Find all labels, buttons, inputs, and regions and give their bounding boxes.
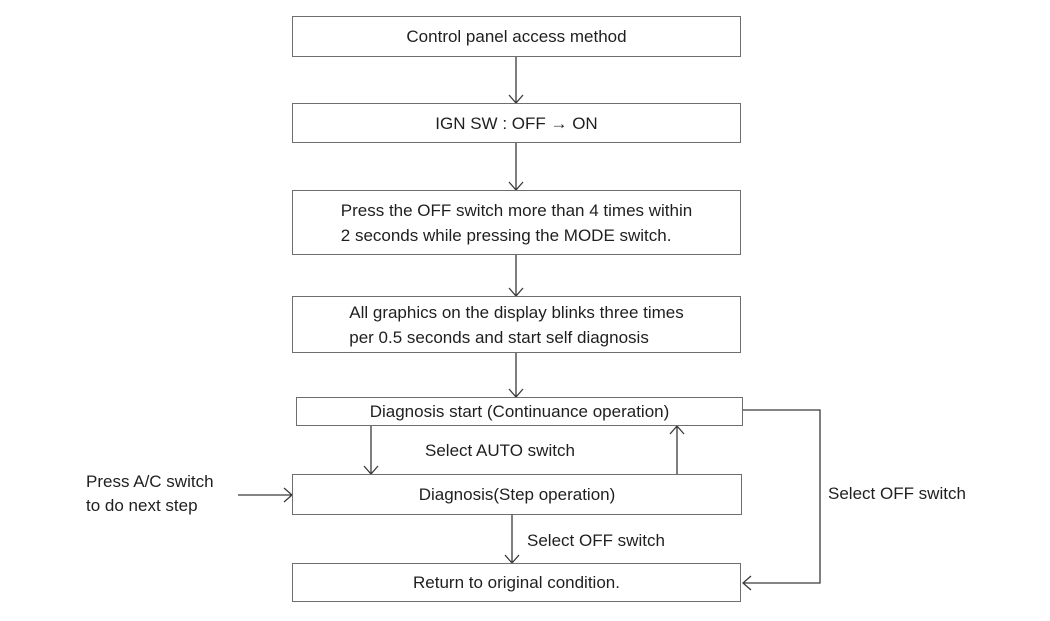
arrow-diagstep-to-return xyxy=(504,515,520,564)
flow-box-press-off-line2: 2 seconds while pressing the MODE switch… xyxy=(340,225,672,245)
arrow-pressac-to-diagstep xyxy=(238,487,293,503)
flow-box-ign-sw: IGN SW : OFF → ON xyxy=(292,103,741,143)
flow-box-graphics-blink-text: All graphics on the display blinks three… xyxy=(349,300,684,350)
label-select-auto-switch: Select AUTO switch xyxy=(425,441,575,460)
flow-box-return-original: Return to original condition. xyxy=(292,563,741,602)
flow-box-diagnosis-step: Diagnosis(Step operation) xyxy=(292,474,742,515)
flow-box-graphics-blink-line1: All graphics on the display blinks three… xyxy=(349,302,684,322)
flow-box-graphics-blink-line2: per 0.5 seconds and start self diagnosis xyxy=(349,327,649,347)
flow-box-press-off: Press the OFF switch more than 4 times w… xyxy=(292,190,741,255)
label-press-ac-switch-line2: to do next step xyxy=(86,496,198,515)
label-press-ac-switch: Press A/C switch to do next step xyxy=(86,470,214,518)
arrow-diagstart-to-diagstep xyxy=(363,426,379,475)
flow-box-press-off-line1: Press the OFF switch more than 4 times w… xyxy=(340,200,693,220)
flow-box-access-method-text: Control panel access method xyxy=(406,27,627,46)
arrow-diagstep-to-diagstart xyxy=(669,425,685,474)
flow-box-graphics-blink: All graphics on the display blinks three… xyxy=(292,296,741,353)
flow-box-return-original-text: Return to original condition. xyxy=(413,573,620,592)
flow-box-ign-sw-text: IGN SW : OFF → ON xyxy=(435,113,598,133)
arrow-blink-to-diagstart xyxy=(508,353,524,398)
arrow-pressoff-to-blink xyxy=(508,255,524,297)
flow-box-access-method: Control panel access method xyxy=(292,16,741,57)
label-select-off-switch-loop: Select OFF switch xyxy=(828,484,966,503)
flow-box-diagnosis-start-text: Diagnosis start (Continuance operation) xyxy=(369,402,670,421)
arrow-ign-to-pressoff xyxy=(508,143,524,191)
flow-box-diagnosis-start: Diagnosis start (Continuance operation) xyxy=(296,397,743,426)
flow-box-press-off-text: Press the OFF switch more than 4 times w… xyxy=(341,198,692,248)
flow-box-diagnosis-step-text: Diagnosis(Step operation) xyxy=(418,485,616,504)
arrow-diagstart-loop-to-return xyxy=(742,409,821,591)
label-select-off-switch-step: Select OFF switch xyxy=(527,531,665,550)
label-press-ac-switch-line1: Press A/C switch xyxy=(86,472,214,491)
arrow-access-to-ign xyxy=(508,57,524,104)
